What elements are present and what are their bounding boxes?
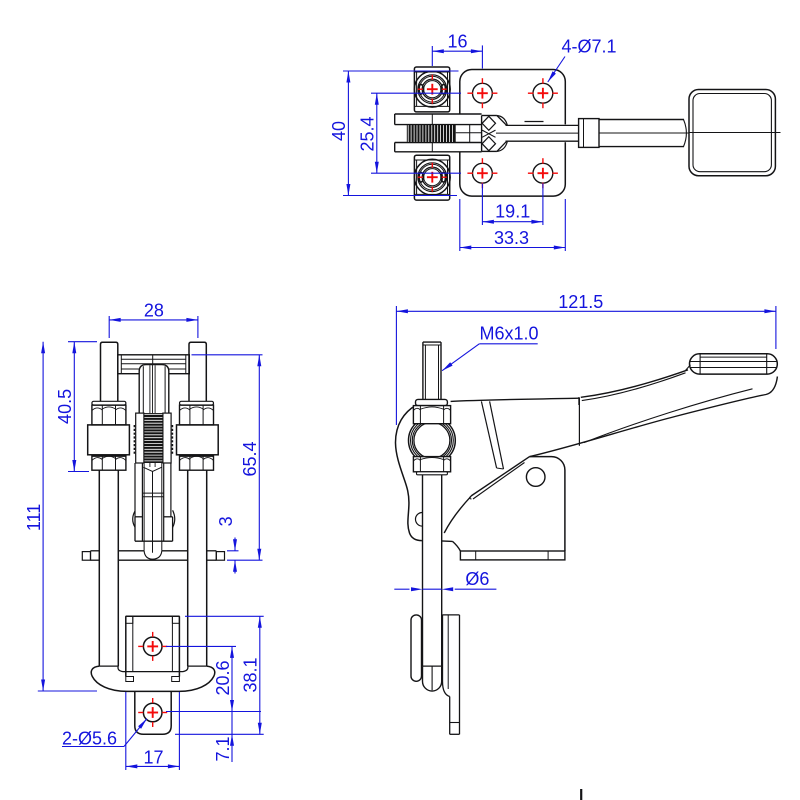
svg-text:28: 28 [144,300,164,320]
svg-text:2-Ø5.6: 2-Ø5.6 [62,729,117,749]
svg-text:38.1: 38.1 [241,657,261,692]
svg-text:7.1: 7.1 [213,736,233,761]
svg-text:40: 40 [329,121,349,141]
svg-text:33.3: 33.3 [494,228,529,248]
svg-text:Ø6: Ø6 [465,569,489,589]
svg-text:3: 3 [216,516,236,526]
svg-text:4-Ø7.1: 4-Ø7.1 [562,37,617,57]
svg-text:M6x1.0: M6x1.0 [480,324,539,344]
svg-text:40.5: 40.5 [55,389,75,424]
svg-text:16: 16 [447,32,467,52]
svg-text:20.6: 20.6 [213,660,233,695]
svg-text:19.1: 19.1 [495,202,530,222]
svg-text:25.4: 25.4 [358,116,378,151]
svg-text:65.4: 65.4 [240,441,260,476]
svg-text:121.5: 121.5 [558,292,603,312]
svg-text:17: 17 [143,748,163,768]
svg-text:111: 111 [24,504,44,531]
